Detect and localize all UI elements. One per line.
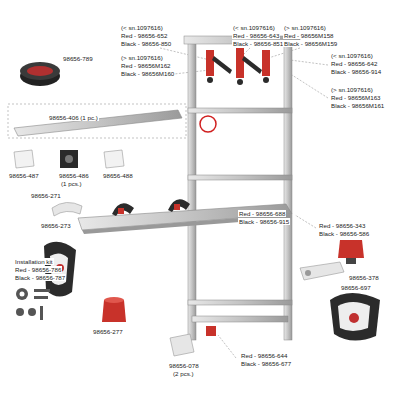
part-number: Red - 98656-688 [238,210,286,217]
part-number: (> sn.1097616) [120,54,164,61]
part-number: Red - 98656-652 [120,32,168,39]
part-number: 98656-487 [8,172,40,179]
part-number: Red - 98656M163 [330,94,382,101]
part-number: Black - 98656-851 [232,40,284,47]
part-number: Red - 98656-343 [318,222,366,229]
part-number: Black - 98656M160 [120,70,175,77]
part-number: (< sn.1097616) [330,52,374,59]
part-number: 98656-488 [102,172,134,179]
part-number: Black - 98656-915 [238,218,290,225]
part-number: 98656-078 [168,362,200,369]
part-number: 98656-378 [348,274,380,281]
part-number: Black - 98656-850 [120,40,172,47]
part-number: 98656-406 (1 pc.) [48,114,99,121]
part-number: Red - 98656-642 [330,60,378,67]
part-number: Black - 98656-787 [14,274,66,281]
part-number: (2 pcs.) [172,370,195,377]
part-number: Red - 98656-644 [240,352,288,359]
part-number: Red - 98656M158 [283,32,335,39]
part-number: Black - 98656-914 [330,68,382,75]
part-number: (< sn.1097616) [120,24,164,31]
part-number: Black - 98656-586 [318,230,370,237]
part-number: (1 pcs.) [60,180,83,187]
part-number: Red - 98656-786 [14,266,62,273]
part-number: Black - 98656M161 [330,102,385,109]
part-number: 98656-277 [92,328,124,335]
part-number: (> sn.1097616) [330,86,374,93]
part-number: Red - 98656-643 [232,32,280,39]
part-number: 98656-789 [62,55,94,62]
part-number: Black - 98656M159 [283,40,338,47]
part-number: 98656-271 [30,192,62,199]
part-number: (< sn.1097616) [232,24,276,31]
part-number: Installation kit [14,258,54,265]
part-number: Red - 98656M162 [120,62,172,69]
part-number: 98656-486 [58,172,90,179]
part-number: 98656-697 [340,284,372,291]
part-number: 98656-273 [40,222,72,229]
part-number: Black - 98656-677 [240,360,292,367]
part-number: (> sn.1097616) [283,24,327,31]
